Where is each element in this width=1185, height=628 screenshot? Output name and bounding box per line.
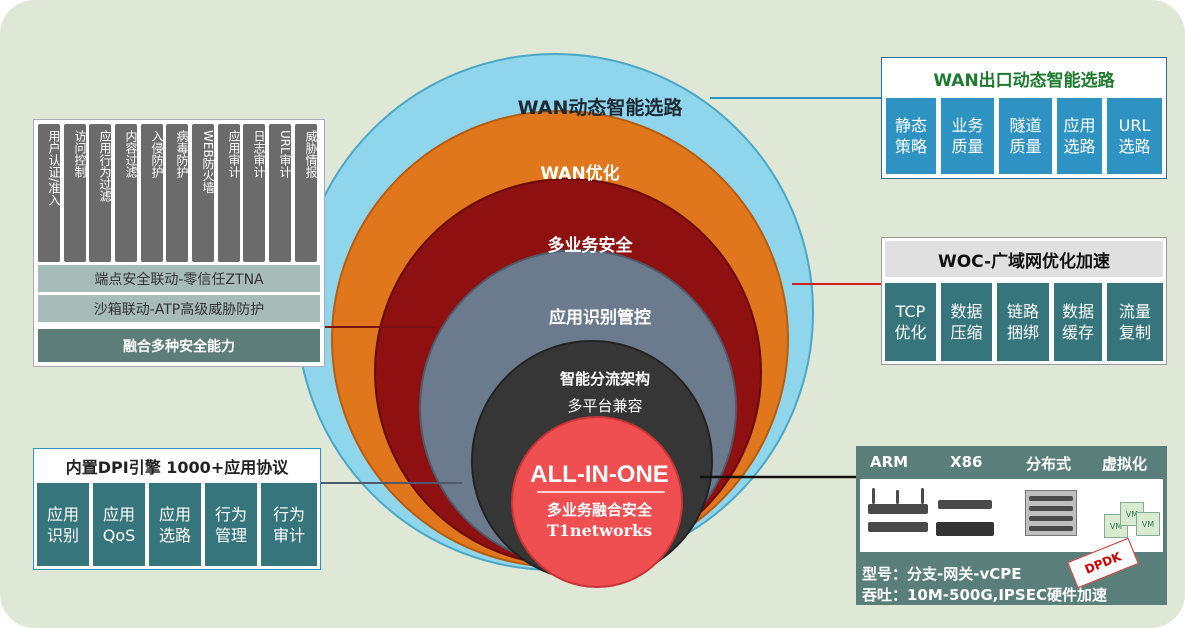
hw-model-text: 型号：分支-网关-vCPE [862, 565, 1022, 583]
woc-cell-mirror: 流量复制 [1107, 283, 1163, 361]
wan-cell-business: 业务质量 [941, 98, 994, 174]
wan-cell-tunnel: 隧道质量 [999, 98, 1052, 174]
label-arch-sub: 多平台兼容 [567, 397, 643, 415]
label-wan-routing: WAN动态智能选路 [517, 97, 683, 119]
label-wan-opt: WAN优化 [540, 164, 620, 184]
wan-cell-static: 静态策略 [886, 98, 936, 174]
hw-label-x86: X86 [950, 453, 983, 471]
hw-label-virtual: 虚拟化 [1102, 455, 1148, 473]
cap-ips: 入侵防护 [141, 124, 164, 262]
hw-label-arm: ARM [870, 453, 909, 471]
wan-cell-url: URL选路 [1107, 98, 1162, 174]
label-brand: T1networks [546, 521, 653, 540]
cap-antivirus: 病毒防护 [166, 124, 189, 262]
ring-center [511, 416, 683, 588]
wan-cell-app: 应用选路 [1057, 98, 1102, 174]
dpi-cell-qos: 应用QoS [93, 483, 145, 566]
cap-app-behavior: 应用行为过滤 [89, 124, 112, 262]
cap-url-audit: URL审计 [269, 124, 292, 262]
cap-waf: WEB防火墙 [192, 124, 215, 262]
cap-app-audit: 应用审计 [218, 124, 241, 262]
dpi-cell-behavior: 行为管理 [205, 483, 257, 566]
woc-cell-tcp: TCP优化 [885, 283, 936, 361]
dpi-panel-title: 内置DPI引擎 1000+应用协议 [65, 457, 289, 477]
label-app-control: 应用识别管控 [549, 308, 651, 328]
woc-cell-compress: 数据压缩 [941, 283, 992, 361]
label-arch: 智能分流架构 [559, 370, 650, 388]
dpi-cell-audit: 行为审计 [261, 483, 317, 566]
arm-router-icon [868, 488, 928, 538]
woc-cell-cache: 数据缓存 [1054, 283, 1102, 361]
cap-threat-intel: 威胁情报 [295, 124, 318, 262]
wan-panel-title: WAN出口动态智能选路 [933, 70, 1115, 91]
cap-log-audit: 日志审计 [243, 124, 266, 262]
bar-ztna: 端点安全联动-零信任ZTNA [38, 265, 320, 292]
label-security: 多业务安全 [547, 236, 633, 256]
distributed-chassis-icon [1025, 490, 1077, 546]
cap-access-control: 访问控制 [64, 124, 87, 262]
label-allinone-sub: 多业务融合安全 [546, 501, 652, 519]
hw-label-distributed: 分布式 [1026, 455, 1072, 473]
dpi-cell-identify: 应用识别 [37, 483, 89, 566]
security-footer: 融合多种安全能力 [38, 329, 320, 362]
hw-throughput-text: 吞吐：10M-500G,IPSEC硬件加速 [862, 586, 1107, 604]
woc-panel-title: WOC-广域网优化加速 [885, 241, 1163, 277]
woc-cell-bond: 链路捆绑 [997, 283, 1049, 361]
vm-boxes-icon: VM VM VM [1100, 494, 1162, 544]
dpi-cell-routing: 应用选路 [149, 483, 201, 566]
bar-atp: 沙箱联动-ATP高级威胁防护 [38, 295, 320, 322]
cap-user-auth: 用户认证/准入 [38, 124, 61, 262]
x86-appliance-icon [936, 500, 994, 542]
cap-content-filter: 内容过滤 [115, 124, 138, 262]
label-allinone: ALL-IN-ONE [530, 461, 669, 488]
